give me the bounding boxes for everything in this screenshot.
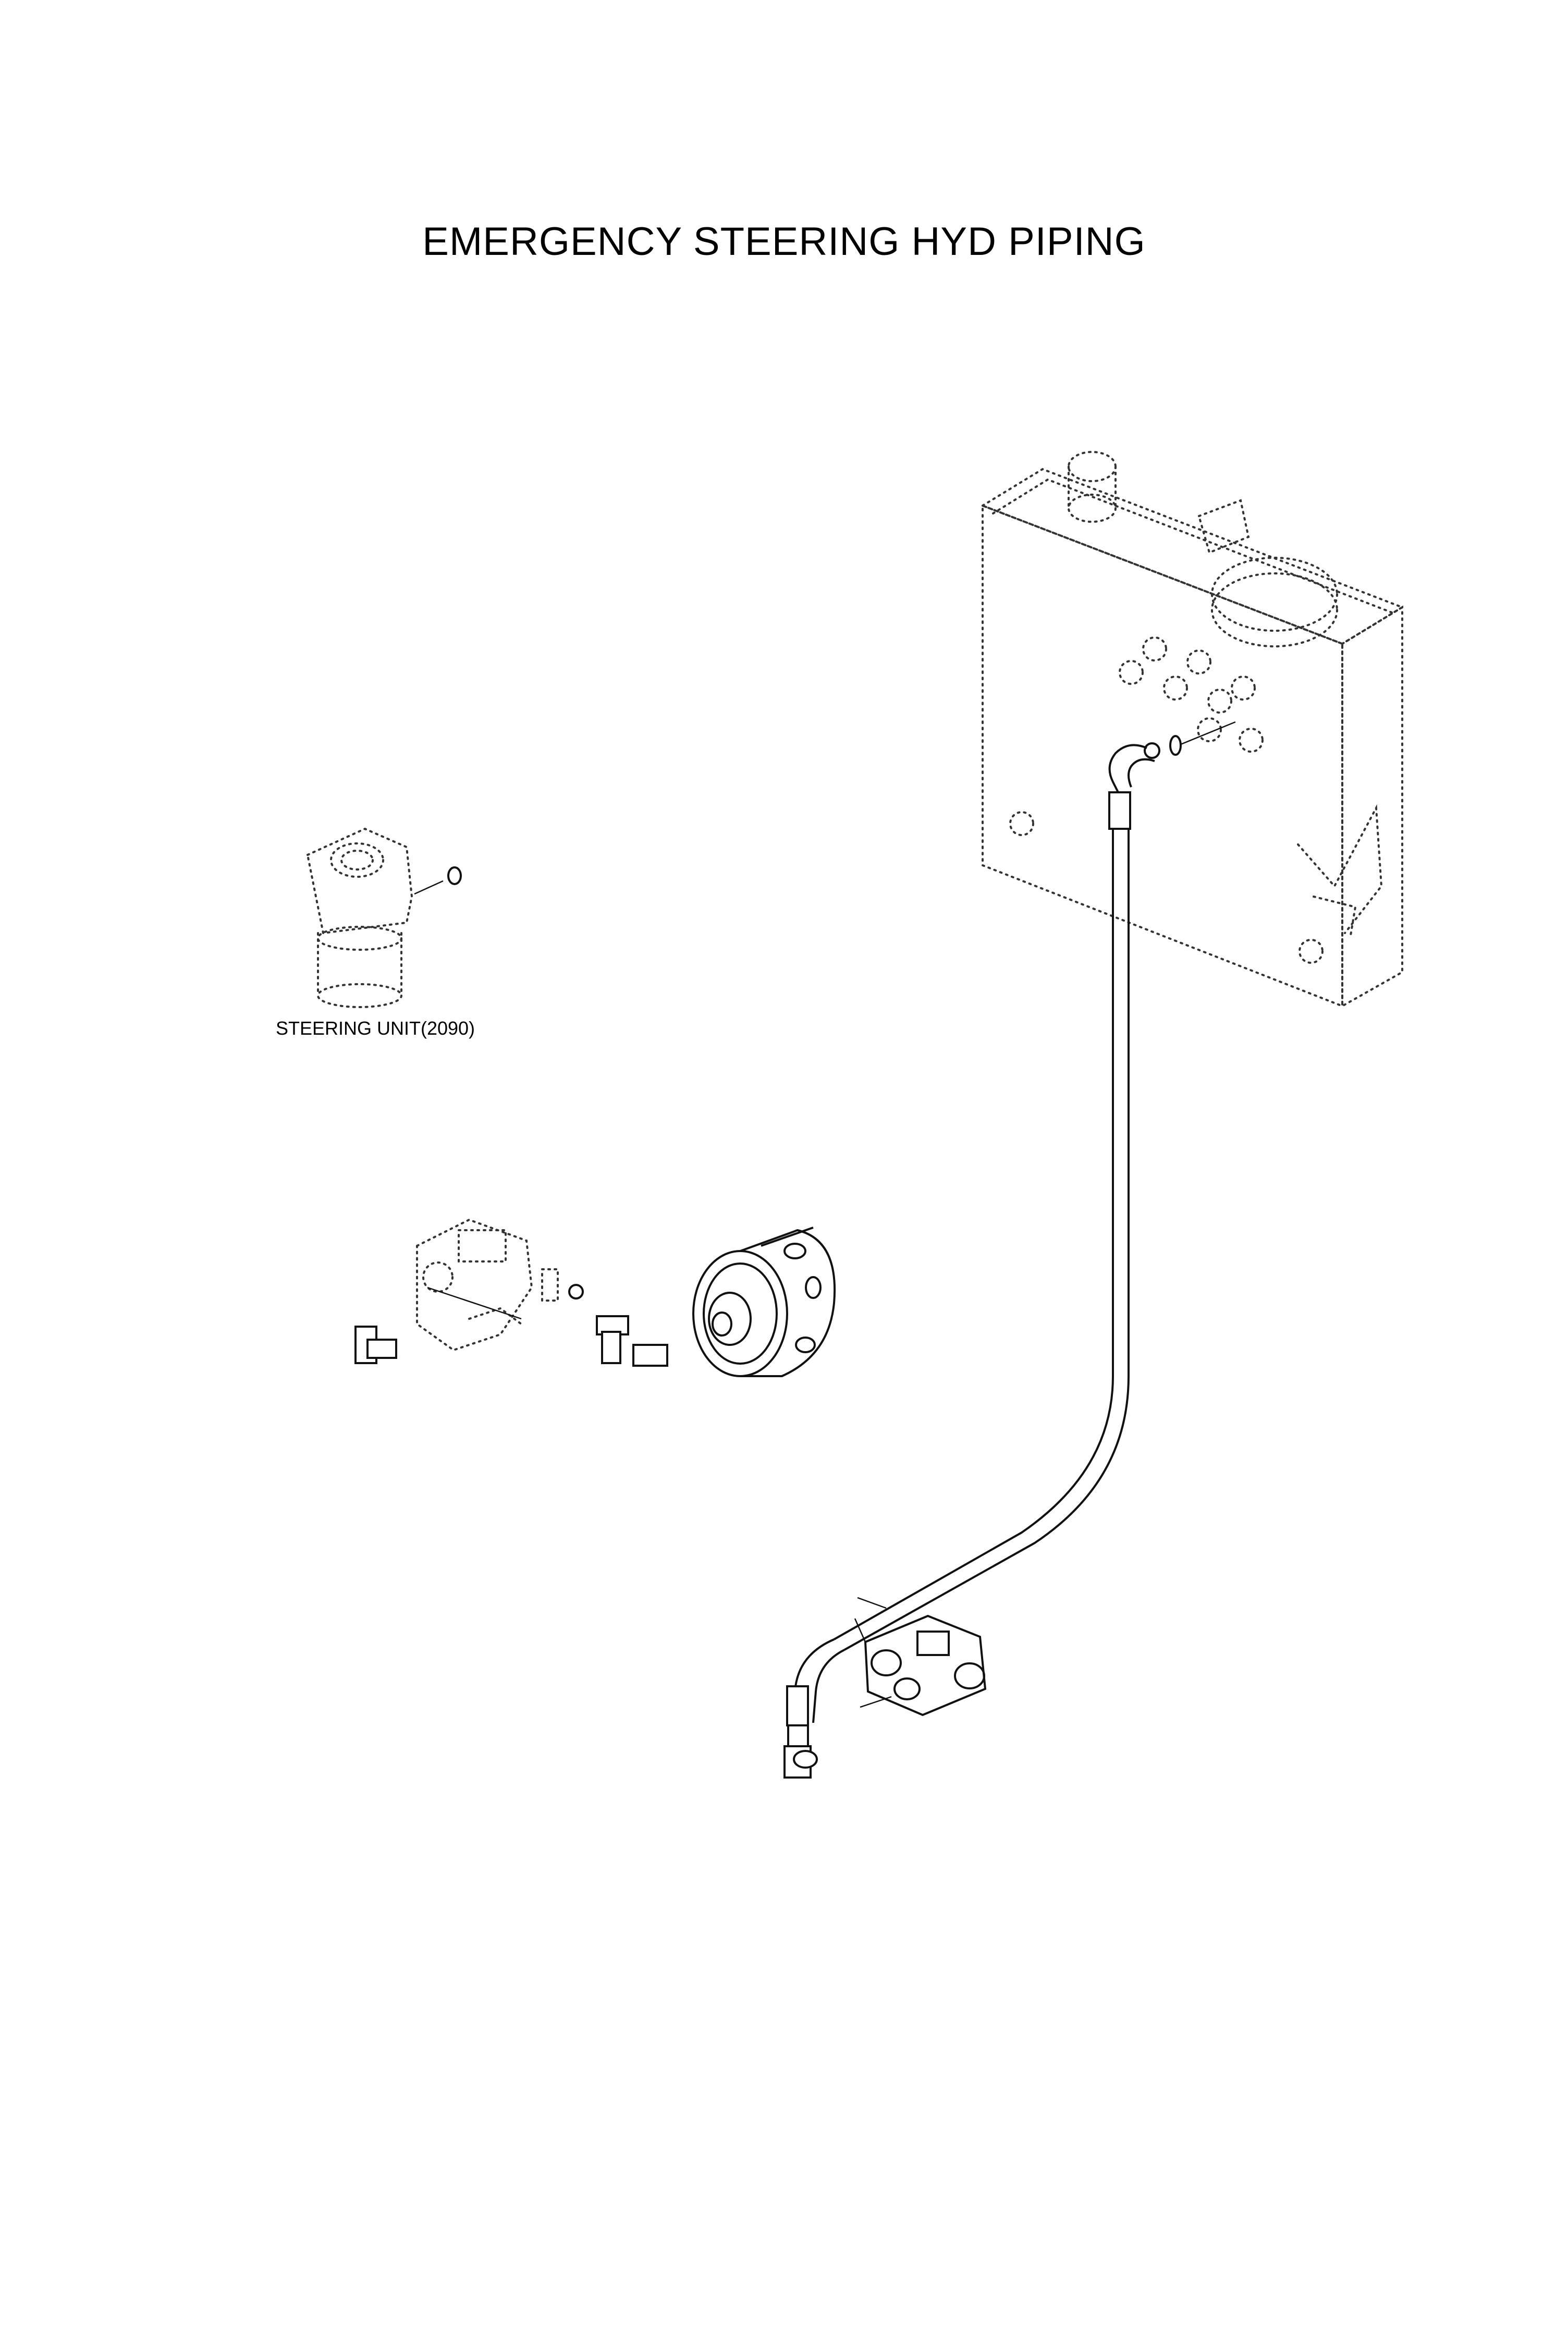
emergency-pump [692,1227,836,1377]
pump-assembly [354,1218,668,1367]
valve-block [854,1597,987,1717]
steering-unit [306,827,462,1008]
steering-unit-label: STEERING UNIT(2090) [275,1018,475,1039]
hydraulic-tank [980,451,1405,1008]
page-title: EMERGENCY STEERING HYD PIPING [422,219,1146,264]
hydraulic-hose [783,721,1236,1779]
